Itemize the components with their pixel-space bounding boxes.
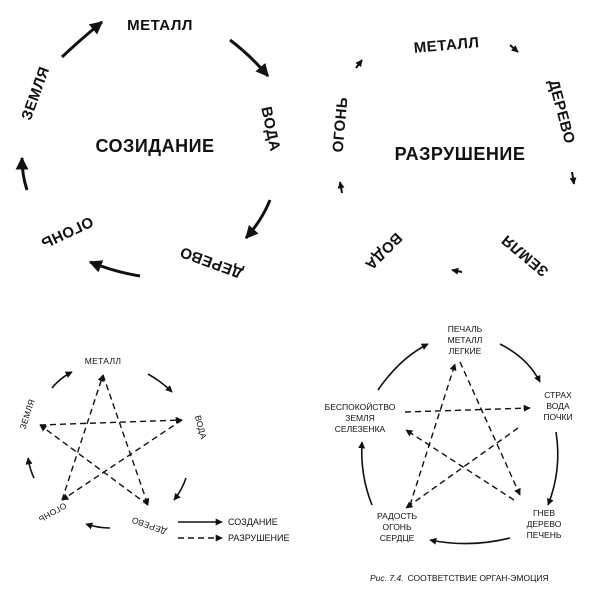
destruction-wood-label: ДЕРЕВО [545, 78, 578, 146]
combined-creation-arrow-3 [173, 477, 187, 501]
combined-cycle-diagram: МЕТАЛЛ ВОДА ДЕРЕВО ОГОНЬ ЗЕМЛЯ [18, 356, 209, 537]
creation-metal-label: МЕТАЛЛ [127, 17, 193, 34]
combined-destruction-line-2 [39, 424, 149, 506]
creation-earth-label: ЗЕМЛЯ [18, 64, 53, 122]
figure-caption-title: СООТВЕТСТВИЕ ОРГАН-ЭМОЦИЯ [408, 573, 549, 583]
destruction-fire-label: ОГОНЬ [330, 96, 352, 153]
organ-wood-organ: ПЕЧЕНЬ [527, 530, 562, 540]
creation-center-label: СОЗИДАНИЕ [95, 136, 214, 156]
combined-creation-arrow-4 [85, 522, 111, 530]
organ-creation-arrow-fire-earth [358, 441, 373, 506]
legend-creation-label: СОЗДАНИЕ [228, 517, 278, 527]
figure-caption: Рис. 7.4. СООТВЕТСТВИЕ ОРГАН-ЭМОЦИЯ [370, 573, 549, 583]
creation-arrow-fire-to-earth [15, 156, 29, 191]
destruction-mark-metal-wood [509, 44, 519, 53]
combined-metal-label: МЕТАЛЛ [85, 356, 121, 366]
organ-wood-element: ДЕРЕВО [527, 519, 562, 529]
organ-fire-element: ОГОНЬ [382, 522, 411, 532]
organ-creation-arrow-wood-fire [429, 537, 511, 545]
organ-node-earth: БЕСПОКОЙСТВО ЗЕМЛЯ СЕЛЕЗЕНКА [325, 401, 396, 434]
combined-destruction-line-5 [61, 374, 105, 501]
destruction-mark-fire-metal [355, 59, 363, 69]
organ-creation-arrow-water-wood [547, 431, 559, 506]
creation-arrow-metal-to-water [229, 38, 270, 77]
organ-node-metal: ПЕЧАЛЬ МЕТАЛЛ ЛЕГКИЕ [448, 324, 483, 356]
organ-metal-emotion: ПЕЧАЛЬ [448, 324, 483, 334]
organ-fire-emotion: РАДОСТЬ [377, 511, 417, 521]
destruction-mark-earth-water [451, 267, 463, 275]
organ-earth-element: ЗЕМЛЯ [345, 413, 375, 423]
destruction-earth-label: ЗЕМЛЯ [498, 231, 552, 280]
legend-destruction-label: РАЗРУШЕНИЕ [228, 533, 289, 543]
organ-water-organ: ПОЧКИ [543, 412, 572, 422]
organ-node-water: СТРАХ ВОДА ПОЧКИ [543, 390, 572, 422]
combined-wood-label: ДЕРЕВО [130, 515, 168, 537]
creation-fire-label: ОГОНЬ [38, 213, 96, 252]
organ-emotion-diagram: ПЕЧАЛЬ МЕТАЛЛ ЛЕГКИЕ СТРАХ ВОДА ПОЧКИ ГН… [325, 324, 573, 545]
organ-creation-arrow-metal-water [499, 343, 541, 383]
organ-destruction-line-wood-earth [405, 429, 515, 501]
creation-wood-label: ДЕРЕВО [178, 243, 246, 281]
organ-destruction-line-earth-water [404, 404, 531, 413]
combined-creation-arrow-1 [51, 371, 73, 389]
creation-arrow-wood-to-fire [88, 260, 141, 278]
creation-water-label: ВОДА [257, 105, 283, 153]
destruction-center-label: РАЗРУШЕНИЕ [395, 144, 526, 164]
organ-earth-emotion: БЕСПОКОЙСТВО [325, 401, 396, 412]
organ-node-wood: ГНЕВ ДЕРЕВО ПЕЧЕНЬ [527, 508, 562, 540]
organ-water-element: ВОДА [546, 401, 570, 411]
destruction-metal-label: МЕТАЛЛ [413, 34, 480, 57]
creation-arrow-water-to-wood [244, 199, 272, 239]
combined-water-label: ВОДА [193, 414, 209, 440]
organ-destruction-line-metal-wood [459, 361, 521, 496]
organ-earth-organ: СЕЛЕЗЕНКА [335, 424, 386, 434]
combined-fire-label: ОГОНЬ [37, 501, 69, 525]
combined-earth-label: ЗЕМЛЯ [18, 398, 37, 431]
combined-creation-arrow-5 [25, 457, 35, 479]
combined-creation-arrow-2 [147, 373, 173, 393]
organ-fire-organ: СЕРДЦЕ [380, 533, 415, 543]
organ-wood-emotion: ГНЕВ [533, 508, 555, 518]
combined-destruction-line-1 [102, 374, 150, 506]
organ-metal-organ: ЛЕГКИЕ [449, 346, 482, 356]
destruction-cycle-diagram: РАЗРУШЕНИЕ МЕТАЛЛ ДЕРЕВО ЗЕМЛЯ ВОДА ОГОН… [330, 34, 578, 280]
organ-metal-element: МЕТАЛЛ [448, 335, 483, 345]
organ-node-fire: РАДОСТЬ ОГОНЬ СЕРДЦЕ [377, 511, 417, 543]
organ-water-emotion: СТРАХ [544, 390, 572, 400]
organ-destruction-line-water-fire [405, 427, 519, 509]
combined-destruction-line-4 [61, 419, 183, 501]
destruction-water-label: ВОДА [361, 229, 405, 273]
destruction-mark-wood-earth [569, 171, 577, 185]
organ-creation-arrow-earth-metal [377, 343, 429, 391]
creation-cycle-diagram: СОЗИДАНИЕ МЕТАЛЛ ВОДА ДЕРЕВО ОГОНЬ ЗЕМЛЯ [15, 17, 283, 281]
organ-destruction-line-fire-metal [409, 363, 457, 506]
creation-arrow-earth-to-metal [60, 20, 104, 59]
combined-destruction-line-3 [39, 416, 183, 426]
legend: СОЗДАНИЕ РАЗРУШЕНИЕ [178, 517, 289, 543]
destruction-mark-water-fire [337, 181, 345, 194]
figure-caption-number: Рис. 7.4. [370, 573, 404, 583]
